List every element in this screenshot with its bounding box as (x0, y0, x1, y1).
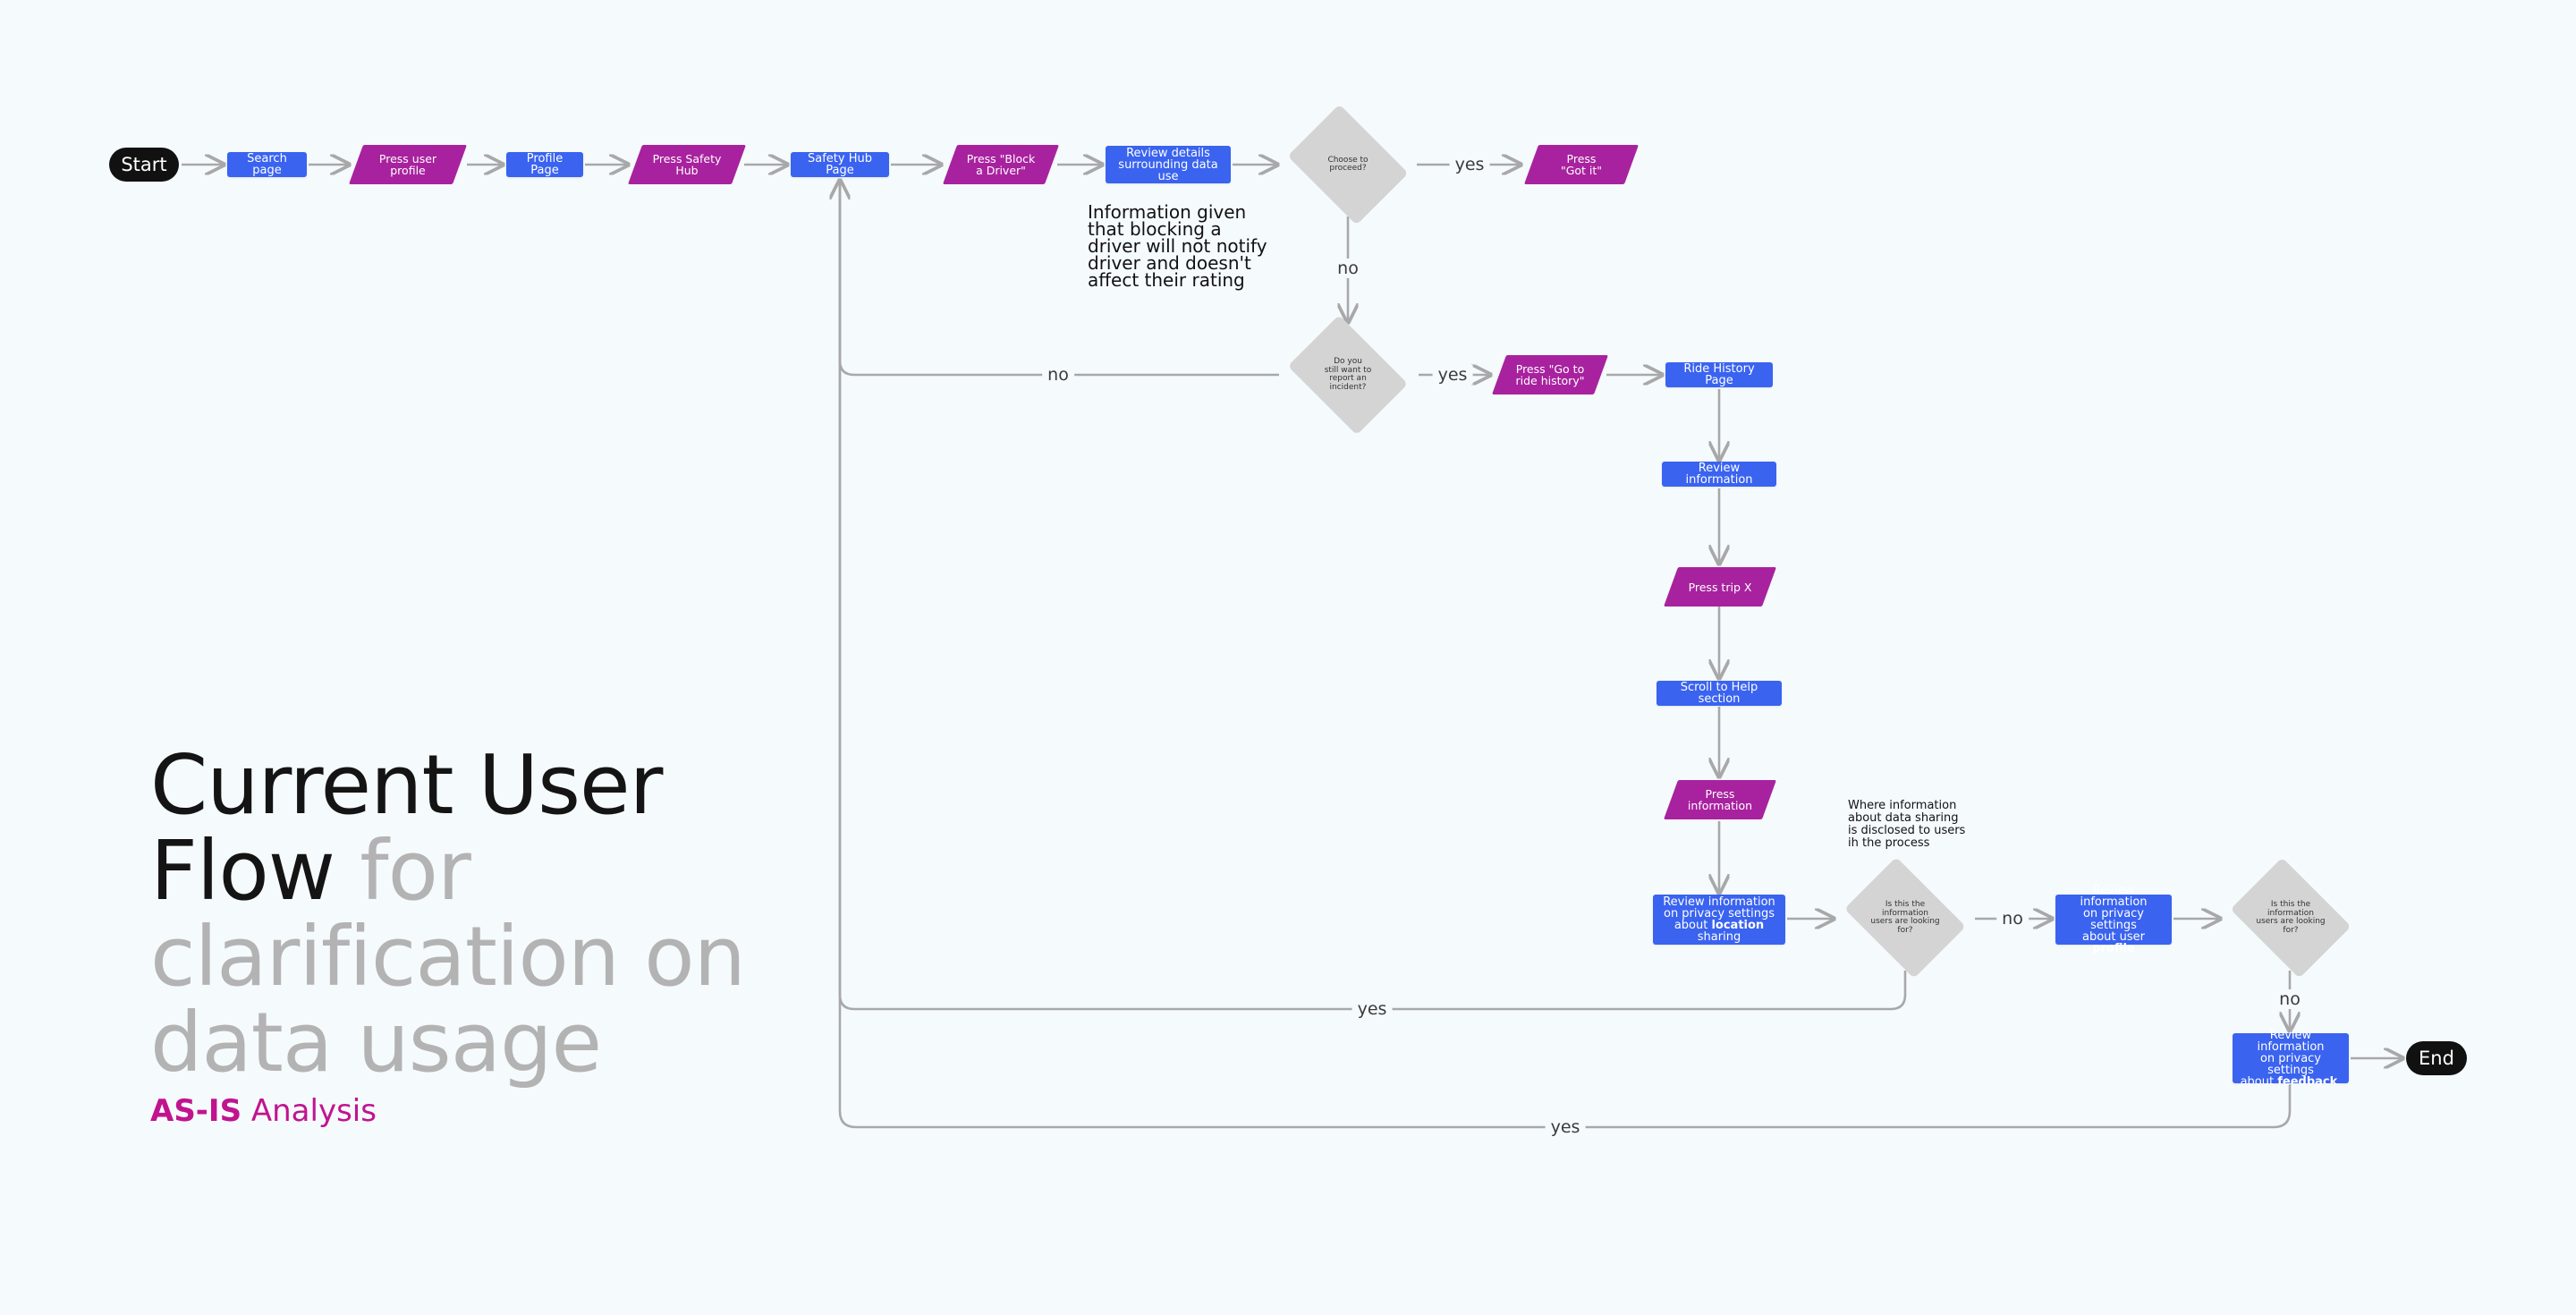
edge-feedback-yes-return (838, 179, 2292, 1129)
review-feedback-bold: feedback (2277, 1074, 2338, 1089)
ride-history-page-label: Ride History Page (1683, 362, 1755, 387)
press-block-driver-node: Press "Block a Driver" (950, 145, 1052, 184)
scroll-to-help-label: Scroll to Help section (1680, 681, 1758, 706)
edge-label-no-safety: no (1042, 365, 1074, 385)
edge-label-yes-got-it: yes (1449, 155, 1490, 174)
search-page-label: Search page (247, 152, 287, 177)
review-profile-label: Review information on privacy settings a… (2061, 885, 2166, 954)
safety-hub-page-node: Safety Hub Page (791, 152, 889, 177)
review-information-label: Review information (1685, 462, 1753, 487)
choose-to-proceed-decision: Choose to proceed? (1279, 113, 1417, 216)
press-safety-hub-label: Press Safety Hub (652, 152, 722, 177)
report-incident-decision: Do you still want to report an incident? (1279, 324, 1417, 426)
press-go-to-ride-history-node: Press "Go to ride history" (1499, 355, 1601, 394)
start-label: Start (121, 154, 167, 175)
review-information-node: Review information (1662, 462, 1776, 487)
press-go-to-ride-history-label: Press "Go to ride history" (1515, 362, 1585, 387)
subtitle-asis: AS-IS (150, 1093, 242, 1129)
review-details-label: Review details surrounding data use (1118, 146, 1218, 183)
review-feedback-label: Review information on privacy settings a… (2238, 1030, 2343, 1088)
review-location-text: Review information on privacy settings a… (1663, 895, 1775, 932)
edge-label-yes-location: yes (1352, 999, 1393, 1019)
is-info-looking-decision-1: Is this the information users are lookin… (1835, 866, 1975, 970)
title-dark-part: Current User Flow (150, 737, 663, 919)
profile-page-label: Profile Page (526, 152, 564, 177)
press-block-driver-label: Press "Block a Driver" (966, 152, 1036, 177)
review-feedback-text: Review information on privacy settings a… (2240, 1028, 2325, 1089)
page-subtitle: AS-IS Analysis (150, 1093, 377, 1129)
start-node: Start (109, 148, 179, 182)
end-label: End (2419, 1048, 2454, 1069)
press-trip-x-label: Press trip X (1688, 580, 1752, 594)
review-location-label: Review information on privacy settings a… (1658, 896, 1780, 943)
press-got-it-node: Press "Got it" (1531, 145, 1631, 184)
press-trip-x-node: Press trip X (1671, 567, 1769, 607)
review-location-bold: location (1711, 919, 1765, 932)
press-user-profile-label: Press user profile (378, 152, 437, 177)
review-location-suffix: sharing (1697, 930, 1741, 944)
review-details-node: Review details surrounding data use (1106, 146, 1231, 183)
profile-page-node: Profile Page (506, 152, 583, 177)
scroll-to-help-node: Scroll to Help section (1657, 681, 1782, 706)
is-info-looking-label-2: Is this the information users are lookin… (2256, 900, 2326, 935)
data-sharing-annotation: Where information about data sharing is … (1848, 799, 1966, 850)
review-profile-node: Review information on privacy settings a… (2055, 885, 2172, 954)
blocking-info-annotation: Information given that blocking a driver… (1088, 201, 1267, 291)
edge-label-yes-profile: yes (1545, 1117, 1586, 1137)
press-safety-hub-node: Press Safety Hub (635, 145, 739, 184)
end-node: End (2406, 1041, 2467, 1075)
page-title: Current User Flow for clarification on d… (150, 742, 746, 1086)
review-profile-bold: profile (2092, 942, 2135, 955)
search-page-node: Search page (227, 152, 307, 177)
is-info-looking-decision-2: Is this the information users are lookin… (2222, 866, 2360, 970)
choose-to-proceed-label: Choose to proceed? (1327, 155, 1368, 173)
review-profile-text: Review information on privacy settings a… (2080, 884, 2148, 944)
edge-label-yes-ride-history: yes (1432, 365, 1473, 385)
press-user-profile-node: Press user profile (356, 145, 460, 184)
press-information-label: Press information (1687, 787, 1753, 812)
ride-history-page-node: Ride History Page (1665, 362, 1773, 387)
review-feedback-node: Review information on privacy settings a… (2233, 1030, 2349, 1088)
review-feedback-suffix: . (2337, 1074, 2342, 1089)
edge-label-no-profile: no (1996, 909, 2029, 929)
report-incident-label: Do you still want to report an incident? (1324, 357, 1372, 392)
press-got-it-label: Press "Got it" (1560, 152, 1603, 177)
subtitle-analysis: Analysis (250, 1093, 377, 1129)
edge-label-no-feedback: no (2274, 989, 2306, 1009)
is-info-looking-label-1: Is this the information users are lookin… (1870, 900, 1940, 935)
review-location-node: Review information on privacy settings a… (1653, 895, 1785, 945)
title-grey-part: for clarification on data usage (150, 823, 746, 1090)
press-information-node: Press information (1671, 780, 1769, 819)
edge-label-no-proceed: no (1332, 259, 1364, 278)
safety-hub-page-label: Safety Hub Page (808, 152, 872, 177)
